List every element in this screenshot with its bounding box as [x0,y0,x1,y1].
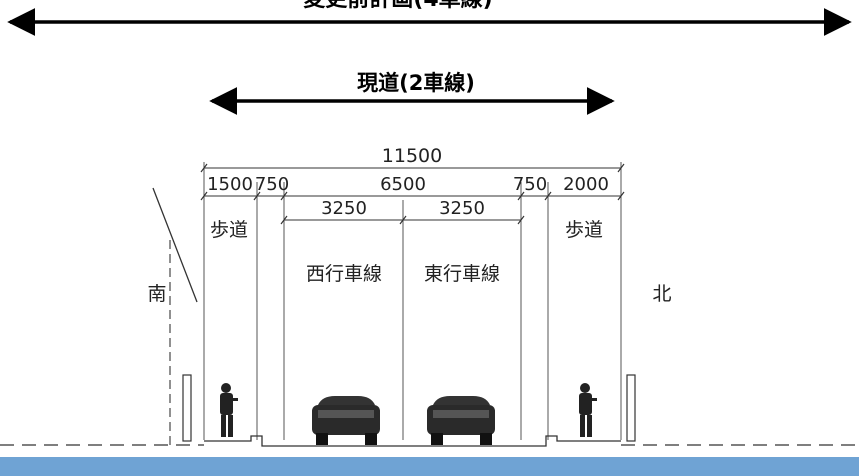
fence-south [182,374,192,442]
pedestrian-south [220,383,238,437]
road-surface [204,435,621,447]
dim-carriageway: 6500 [380,174,426,195]
dim-lane-west: 3250 [321,198,367,219]
fence-north [626,374,636,442]
bottom-band [0,457,859,476]
pedestrian-north [579,383,597,437]
boundary-lines [203,162,622,440]
direction-south: 南 [147,283,166,305]
dim-lane-east: 3250 [439,198,485,219]
sidewalk-label-south: 歩道 [210,219,248,241]
direction-north: 北 [652,283,671,305]
car-westbound [312,396,380,445]
car-eastbound [427,396,495,445]
lane-label-west: 西行車線 [306,263,382,285]
lane-label-east: 東行車線 [424,263,500,285]
dim-total: 11500 [382,145,442,167]
dimension-ticks [200,163,625,225]
dim-shoulder-south: 750 [255,174,289,195]
dim-sidewalk-north: 2000 [563,174,609,195]
slope-line [152,187,198,303]
current-road-title: 現道(2車線) [357,71,475,95]
dim-sidewalk-south: 1500 [207,174,253,195]
sidewalk-label-north: 歩道 [565,219,603,241]
dim-shoulder-north: 750 [513,174,547,195]
plan-title: 変更前計画(4車線) [303,0,492,12]
